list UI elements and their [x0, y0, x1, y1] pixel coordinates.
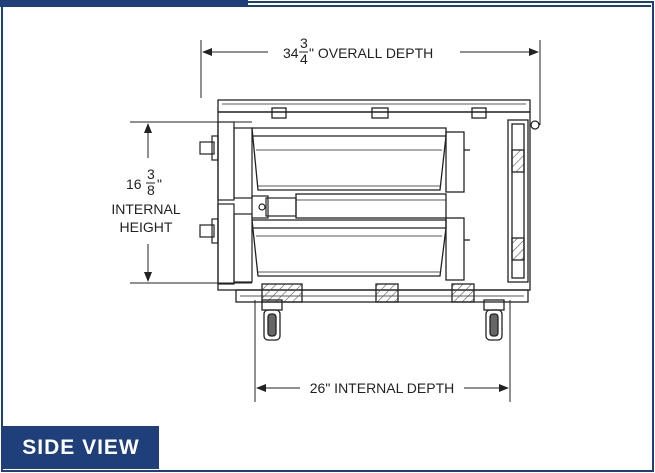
internal-height-line1: INTERNAL — [111, 201, 180, 217]
internal-height-dimension: 16 3 8 " INTERNAL HEIGHT — [111, 121, 252, 284]
internal-height-line2: HEIGHT — [120, 219, 173, 235]
overall-depth-dimension: 34 3 4 " OVERALL DEPTH — [200, 35, 541, 125]
header-rule — [248, 5, 651, 7]
cabinet-body — [217, 99, 540, 303]
internal-height-whole: 16 — [126, 176, 142, 192]
caster-wheels — [261, 299, 505, 341]
overall-depth-num: 3 — [300, 35, 308, 51]
overall-depth-den: 4 — [300, 51, 308, 67]
header-tab — [0, 0, 248, 7]
overall-depth-label: " OVERALL DEPTH — [309, 45, 433, 61]
overall-depth-whole: 34 — [283, 45, 299, 61]
internal-height-inch: " — [157, 176, 162, 192]
internal-height-den: 8 — [147, 182, 155, 198]
side-view-label: SIDE VIEW — [3, 426, 159, 469]
front-doors — [199, 121, 297, 285]
drawer-pans — [251, 127, 470, 281]
internal-depth-dimension: 26" INTERNAL DEPTH — [254, 300, 511, 402]
internal-height-num: 3 — [147, 166, 155, 182]
internal-depth-label: 26" INTERNAL DEPTH — [310, 380, 454, 396]
